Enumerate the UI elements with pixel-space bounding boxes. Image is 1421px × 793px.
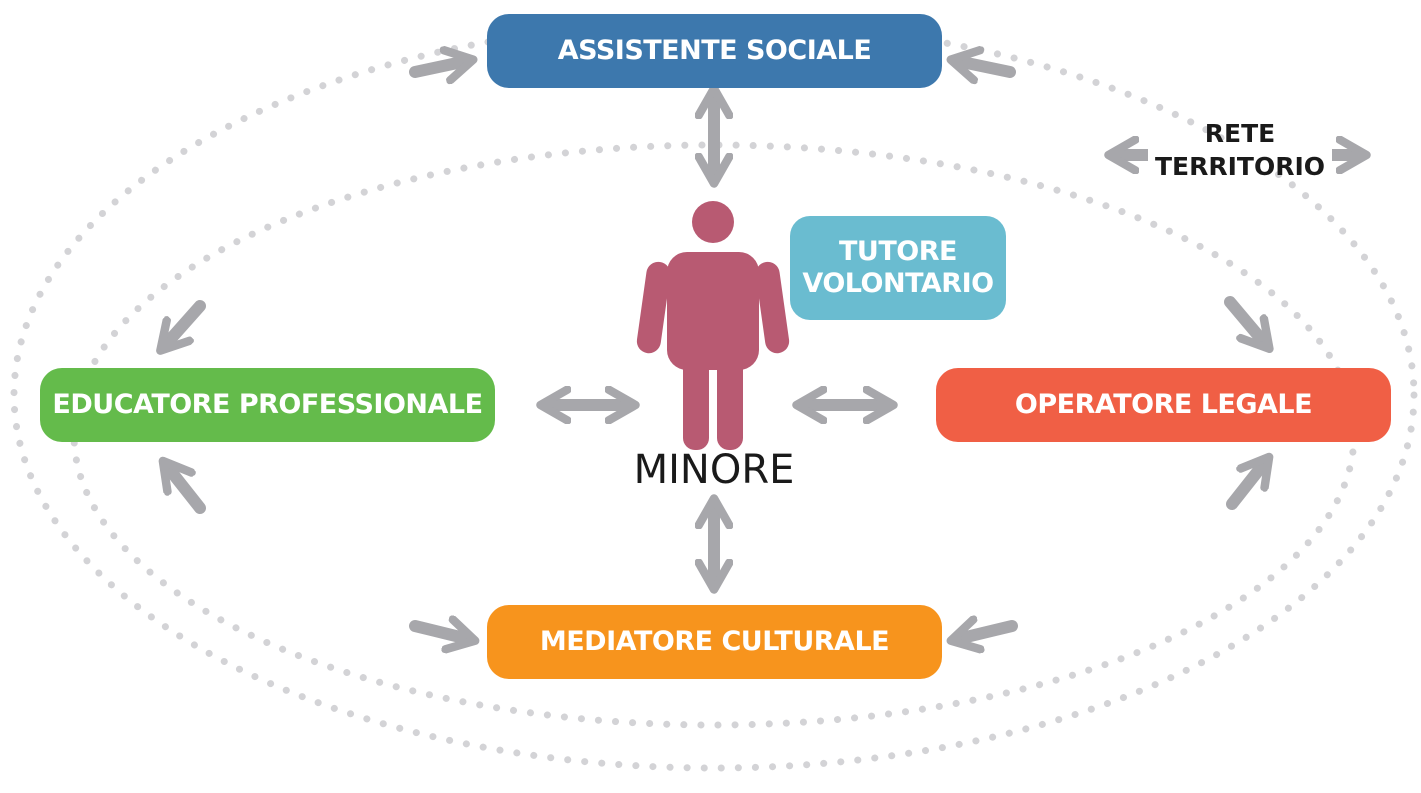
operatore-legale-node: OPERATORE LEGALE — [936, 368, 1391, 442]
rete-label-line2: TERRITORIO — [1154, 151, 1326, 181]
rete-label-line1: RETE — [1204, 119, 1276, 148]
tutore-volontario-node: TUTORE VOLONTARIO — [790, 216, 1006, 320]
educatore-professionale-label: EDUCATORE PROFESSIONALE — [52, 388, 483, 420]
assistente-sociale-node: ASSISTENTE SOCIALE — [487, 14, 942, 88]
arrow-icon — [409, 626, 464, 638]
outer-network-ring — [10, 18, 1418, 772]
minore-label: MINORE — [633, 447, 795, 493]
mediatore-culturale-node: MEDIATORE CULTURALE — [487, 605, 942, 679]
rete-label-backdrop — [1148, 140, 1332, 170]
arrow-icon — [1224, 296, 1262, 340]
rete-territorio-label: RETE TERRITORIO — [1130, 118, 1350, 183]
operatore-legale-label: OPERATORE LEGALE — [1014, 388, 1313, 420]
arrow-icon — [168, 300, 206, 342]
arrow-icon — [409, 62, 462, 72]
assistente-sociale-label: ASSISTENTE SOCIALE — [557, 34, 872, 66]
tutore-label-line1: TUTORE — [839, 235, 957, 267]
educatore-professionale-node: EDUCATORE PROFESSIONALE — [40, 368, 495, 442]
person-icon — [636, 201, 790, 450]
arrow-icon — [1226, 466, 1262, 510]
mediatore-culturale-label: MEDIATORE CULTURALE — [539, 625, 890, 657]
arrow-icon — [962, 62, 1016, 72]
arrow-icon — [962, 626, 1018, 638]
arrow-icon — [170, 470, 206, 514]
tutore-label-line2: VOLONTARIO — [802, 268, 994, 299]
